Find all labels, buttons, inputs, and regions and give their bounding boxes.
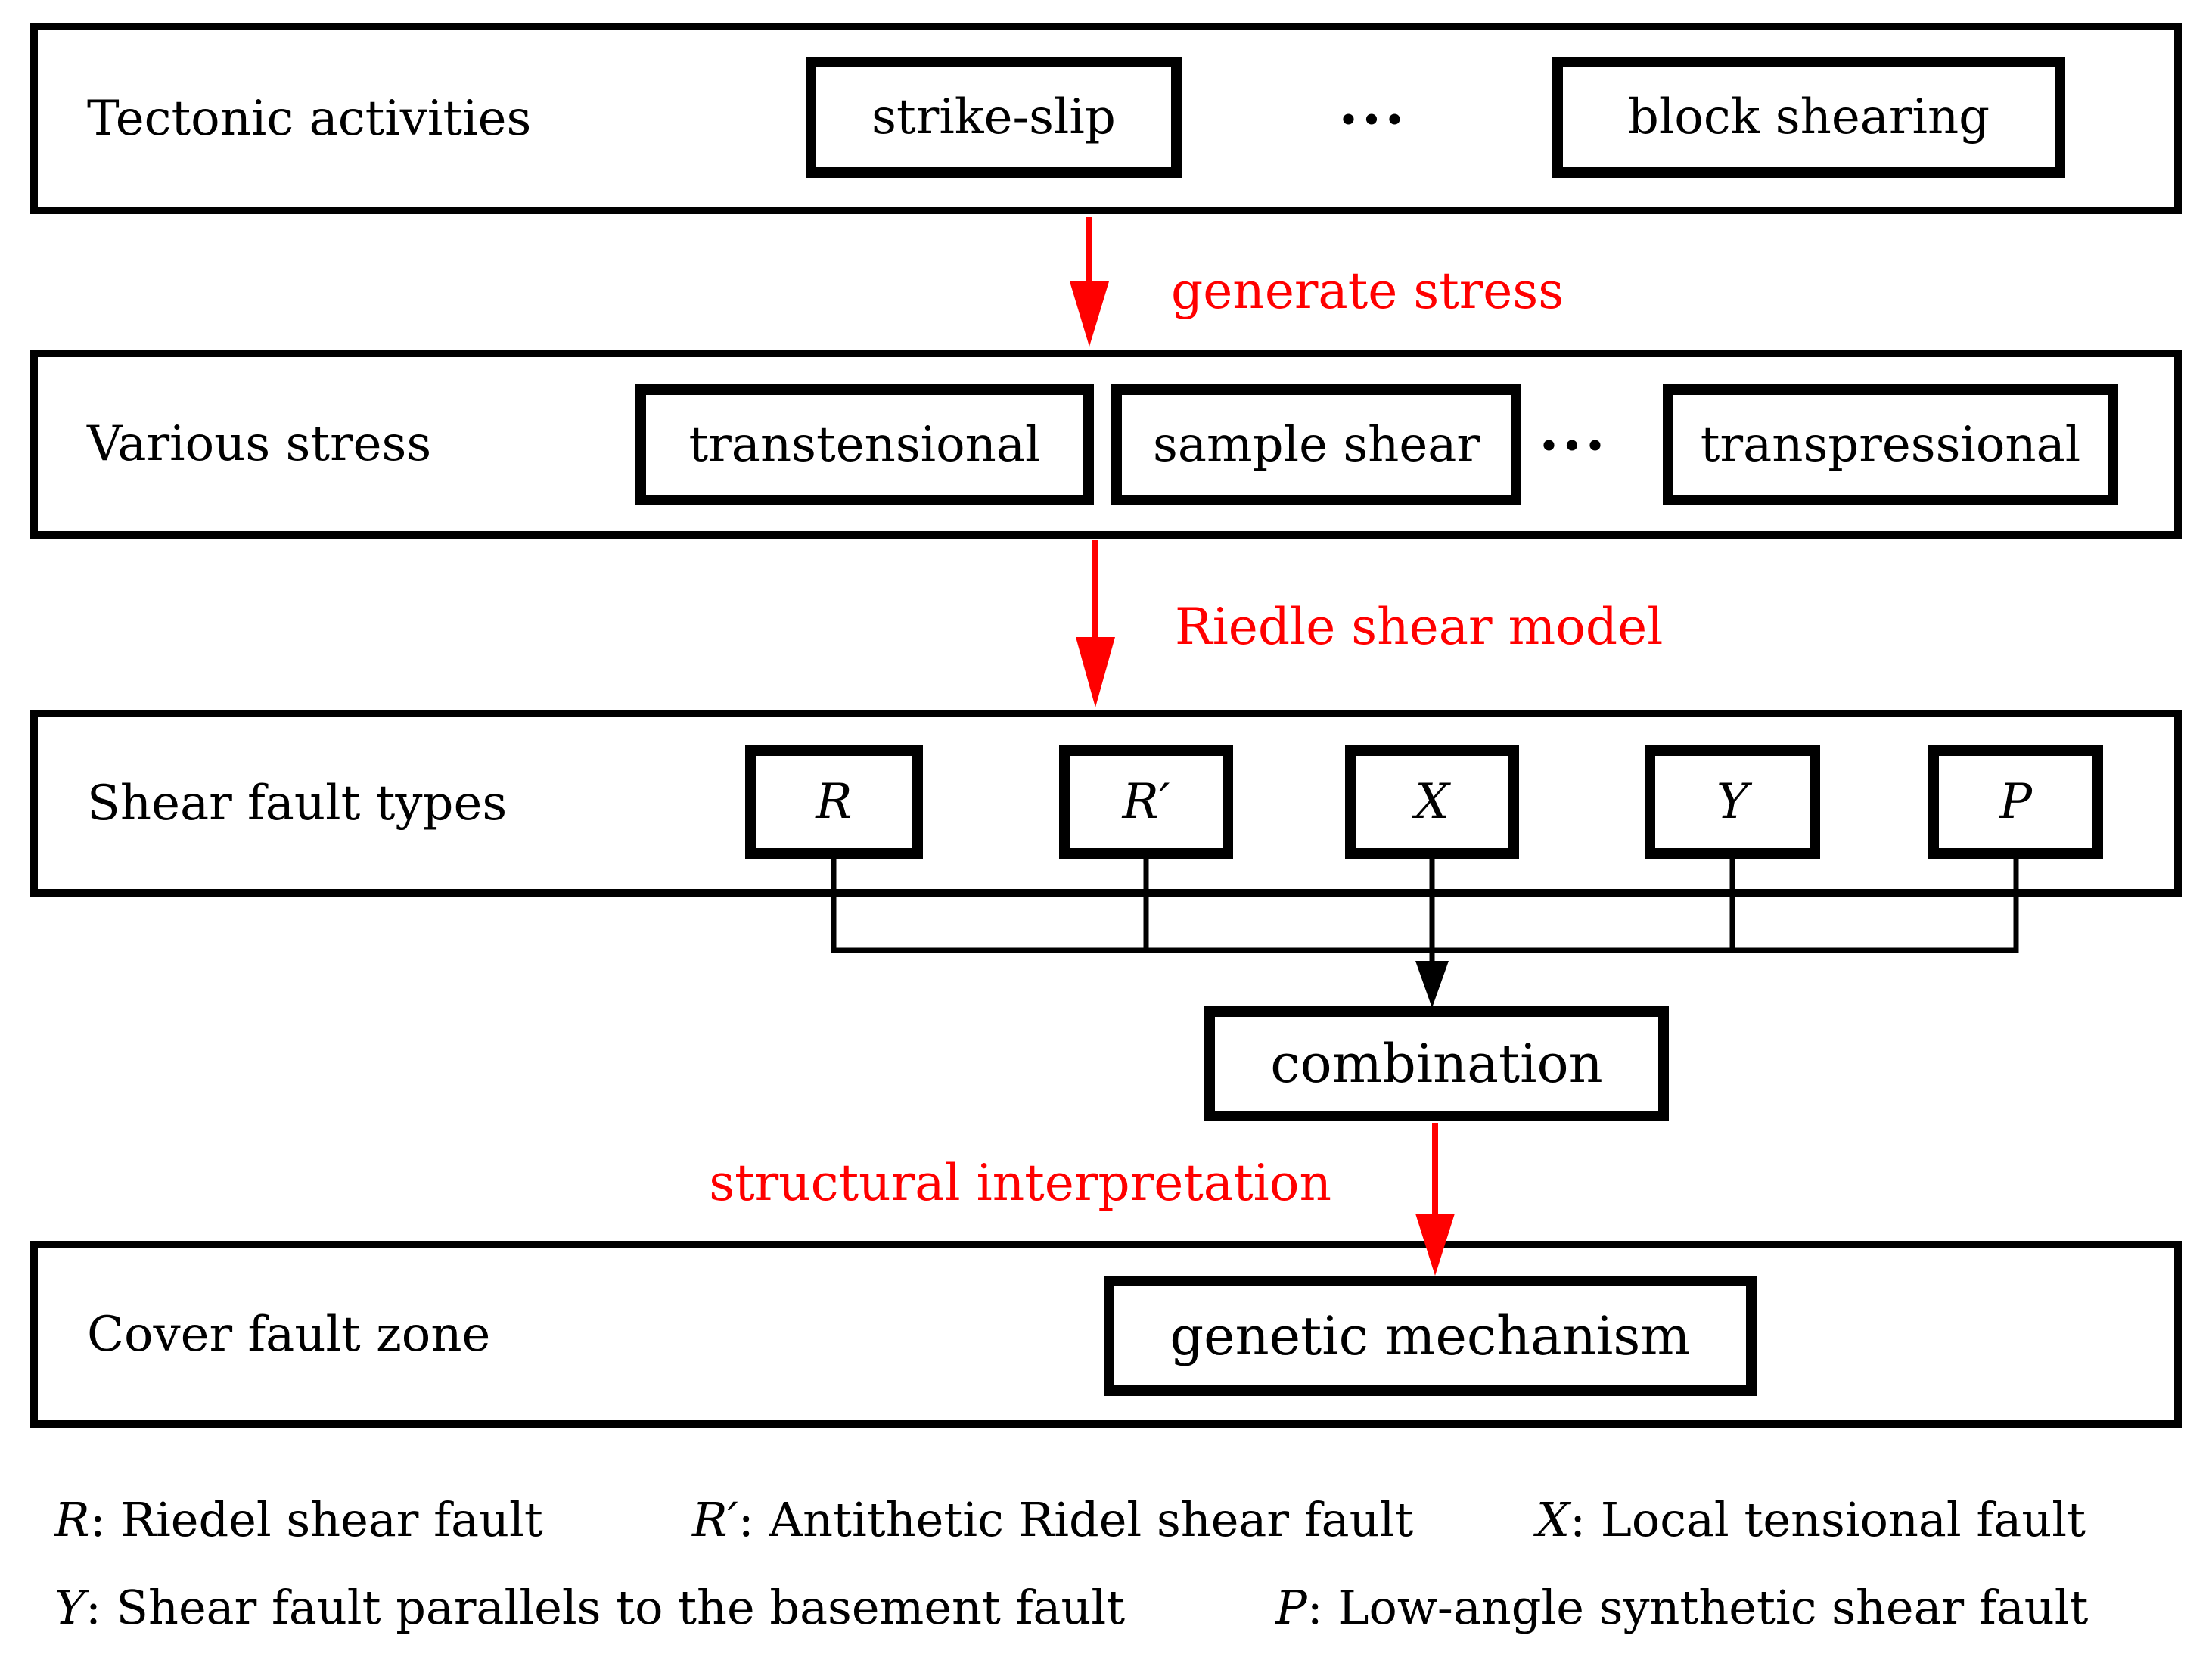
box-genetic-mechanism: genetic mechanism <box>1104 1276 1757 1396</box>
arrow-generate-stress-head <box>1070 281 1109 347</box>
legend-item-r-prime: R′: Antithetic Ridel shear fault <box>692 1492 1413 1547</box>
container-various-stress <box>30 350 2182 539</box>
arrow-label-riedle-shear-model: Riedle shear model <box>1175 598 1664 656</box>
arrow-combination-head <box>1415 961 1449 1008</box>
legend-symbol-p: P <box>1275 1580 1307 1635</box>
box-sample-shear: sample shear <box>1111 384 1521 505</box>
container-cover-fault-zone <box>30 1241 2182 1428</box>
legend-symbol-r-prime: R′ <box>692 1492 738 1547</box>
box-fault-x: X <box>1345 745 1519 859</box>
box-transpressional: transpressional <box>1663 384 2118 505</box>
legend-text-p: : Low-angle synthetic shear fault <box>1306 1580 2089 1635</box>
legend-item-r: R: Riedel shear fault <box>54 1492 543 1547</box>
box-block-shearing: block shearing <box>1552 57 2065 178</box>
box-fault-r: R <box>745 745 923 859</box>
ellipsis-row1: ··· <box>1338 85 1408 153</box>
box-transtensional: transtensional <box>635 384 1094 505</box>
ellipsis-row2: ··· <box>1539 411 1608 479</box>
legend-item-p: P: Low-angle synthetic shear fault <box>1275 1580 2088 1635</box>
row-label-tectonic-activities: Tectonic activities <box>87 90 532 147</box>
legend-symbol-r: R <box>54 1492 90 1547</box>
box-fault-y: Y <box>1645 745 1820 859</box>
container-shear-fault-types <box>30 710 2182 897</box>
arrow-label-generate-stress: generate stress <box>1171 262 1564 320</box>
legend-text-r: : Riedel shear fault <box>89 1492 543 1547</box>
box-strike-slip: strike-slip <box>806 57 1182 178</box>
arrow-riedle-shear-head <box>1076 637 1115 707</box>
row-label-shear-fault-types: Shear fault types <box>87 775 508 832</box>
row-label-various-stress: Various stress <box>87 416 432 472</box>
legend-text-y: : Shear fault parallels to the basement … <box>85 1580 1126 1635</box>
box-fault-r-prime: R′ <box>1059 745 1233 859</box>
container-tectonic-activities <box>30 23 2182 214</box>
legend-text-r-prime: : Antithetic Ridel shear fault <box>738 1492 1414 1547</box>
box-fault-p: P <box>1928 745 2103 859</box>
row-label-cover-fault-zone: Cover fault zone <box>87 1306 491 1363</box>
box-combination: combination <box>1204 1006 1669 1121</box>
legend-symbol-y: Y <box>54 1580 85 1635</box>
legend-symbol-x: X <box>1536 1492 1570 1547</box>
arrow-label-structural-interpretation: structural interpretation <box>709 1154 1331 1212</box>
legend-item-x: X: Local tensional fault <box>1536 1492 2086 1547</box>
legend-text-x: : Local tensional fault <box>1570 1492 2086 1547</box>
legend-item-y: Y: Shear fault parallels to the basement… <box>54 1580 1125 1635</box>
